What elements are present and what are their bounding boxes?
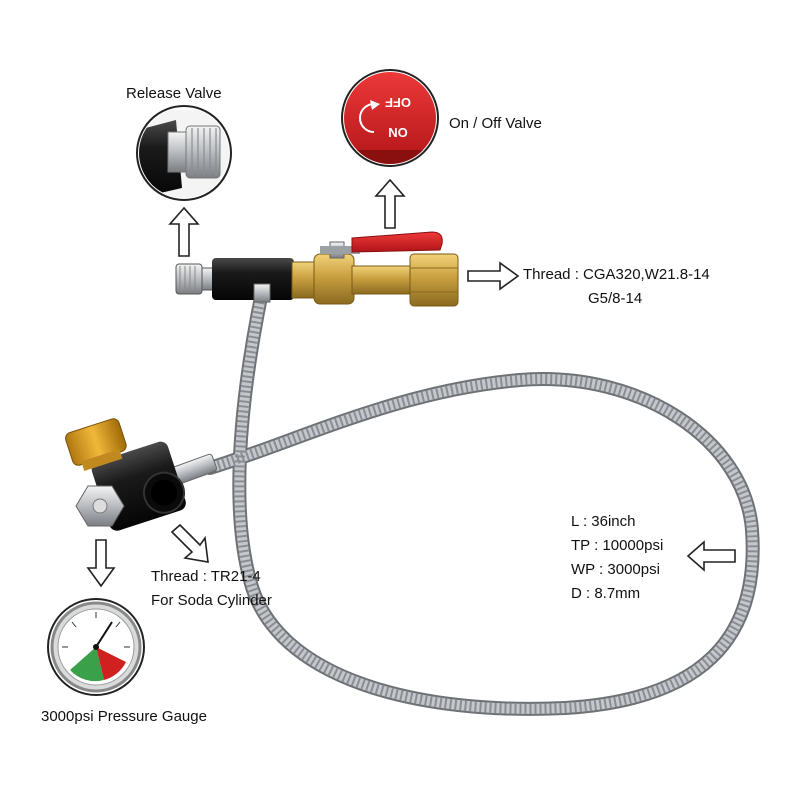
pressure-gauge-inset [47, 598, 145, 696]
rotate-arrow-icon [359, 103, 375, 133]
spec-length: L : 36inch [571, 513, 636, 530]
release-valve-label: Release Valve [126, 85, 222, 102]
release-valve-inset [136, 105, 232, 201]
arrow-down-icon [86, 539, 116, 588]
thread-top-label-line2: G5/8-14 [588, 290, 643, 307]
arrow-up-icon [374, 178, 406, 229]
on-off-valve-label: On / Off Valve [449, 115, 542, 132]
braided-hose [203, 285, 760, 716]
spec-working-pressure: WP : 3000psi [571, 561, 660, 578]
arrow-up-icon [168, 206, 200, 257]
thread-top-label: Thread : CGA320,W21.8-14 [523, 266, 710, 283]
soda-cylinder-adapter [65, 418, 218, 531]
thread-bottom-label: Thread : TR21-4 [151, 568, 261, 585]
spec-diameter: D : 8.7mm [571, 585, 641, 602]
lever-on-text: ON [388, 125, 408, 140]
arrow-left-icon [686, 540, 736, 572]
on-off-valve-inset: OFF ON [341, 69, 439, 167]
gauge-needle [95, 621, 113, 648]
arrow-right-icon [467, 261, 520, 291]
thread-bottom-label-line2: For Soda Cylinder [151, 592, 272, 609]
top-valve-assembly [175, 231, 459, 307]
arrow-diagonal-icon [170, 523, 209, 563]
spec-test-pressure: TP : 10000psi [571, 537, 664, 554]
pressure-gauge-label: 3000psi Pressure Gauge [41, 708, 207, 725]
lever-off-text: OFF [385, 95, 411, 110]
